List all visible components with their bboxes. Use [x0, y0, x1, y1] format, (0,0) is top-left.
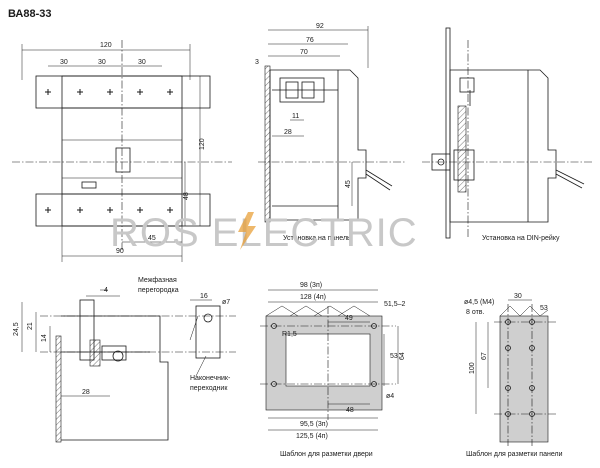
dim-side-70: 70	[300, 49, 308, 56]
caption-phase-barrier-1: Межфазная	[138, 277, 177, 284]
dim-term-16: 16	[200, 293, 208, 300]
dim-front-width: 120	[100, 42, 112, 49]
dim-door-r15: R1,5	[282, 331, 297, 338]
dim-door-bot-2: 125,5 (4п)	[296, 433, 328, 440]
side-view-panel: 92 76 70 3 11 28 45 Установка на панель	[255, 23, 406, 242]
dim-term-14: 14	[41, 334, 48, 342]
dim-panel-30: 30	[514, 293, 522, 300]
dim-side-76: 76	[306, 37, 314, 44]
dim-front-base: 90	[116, 248, 124, 255]
door-template: 98 (3п) 128 (4п) R1,5 49 51,5–2 53 64 48…	[260, 282, 406, 458]
side-view-din: Установка на DIN-рейку	[422, 27, 594, 242]
caption-panel-template: Шаблон для разметки панели	[466, 450, 563, 458]
dim-term-28: 28	[82, 389, 90, 396]
dim-side-92: 92	[316, 23, 324, 30]
drawing-title: ВА88-33	[8, 8, 51, 20]
lightning-icon	[238, 212, 256, 250]
dim-door-d4: ø4	[386, 393, 394, 400]
dim-term-7: ø7	[222, 299, 230, 306]
dim-side-11: 11	[292, 113, 299, 120]
dim-front-pitch-1: 30	[60, 59, 68, 66]
caption-din-mount: Установка на DIN-рейку	[482, 234, 560, 242]
dim-term-21: 21	[27, 322, 34, 330]
dim-panel-100: 100	[469, 362, 476, 374]
terminal-detail-view: Межфазная перегородка 4 16 ø7 24,5 21 14…	[13, 277, 236, 443]
front-view: 120 30 30 30 120 48 45	[12, 40, 232, 262]
caption-lug-1: Наконечник-	[190, 375, 231, 382]
dim-front-pitch-2: 30	[98, 59, 106, 66]
dim-front-height: 120	[199, 138, 206, 150]
dim-door-51-5: 51,5–2	[384, 301, 406, 308]
caption-panel-mount: Установка на панель	[283, 235, 351, 242]
dim-term-24-5: 24,5	[13, 322, 20, 336]
dim-panel-holes-count: 8 отв.	[466, 309, 485, 316]
dim-door-top-2: 128 (4п)	[300, 294, 326, 301]
dim-side-3: 3	[255, 59, 259, 66]
dim-term-4: 4	[104, 287, 108, 294]
panel-template: ø4,5 (M4) 8 отв. 30 53 67 100 Шаблон для…	[464, 293, 563, 458]
dim-panel-67: 67	[481, 352, 488, 360]
dim-door-top-1: 98 (3п)	[300, 282, 322, 289]
dim-side-45: 45	[345, 180, 352, 188]
caption-phase-barrier-2: перегородка	[138, 287, 179, 294]
dim-panel-53: 53	[540, 305, 548, 312]
dim-door-49: 49	[345, 315, 353, 322]
watermark-brand: ROS ELECTRIC	[110, 211, 418, 255]
dim-front-h48: 48	[183, 192, 190, 200]
caption-lug-2: переходник	[190, 385, 228, 392]
dim-panel-hole: ø4,5 (M4)	[464, 299, 494, 306]
dim-door-bot-1: 95,5 (3п)	[300, 421, 328, 428]
caption-door-template: Шаблон для разметки двери	[280, 450, 373, 458]
dim-front-pitch-3: 30	[138, 59, 146, 66]
dim-front-w45: 45	[148, 235, 156, 242]
dim-door-53: 53	[390, 353, 398, 360]
dim-door-64: 64	[399, 352, 406, 360]
dim-door-48: 48	[346, 407, 354, 414]
dim-side-28: 28	[284, 129, 292, 136]
